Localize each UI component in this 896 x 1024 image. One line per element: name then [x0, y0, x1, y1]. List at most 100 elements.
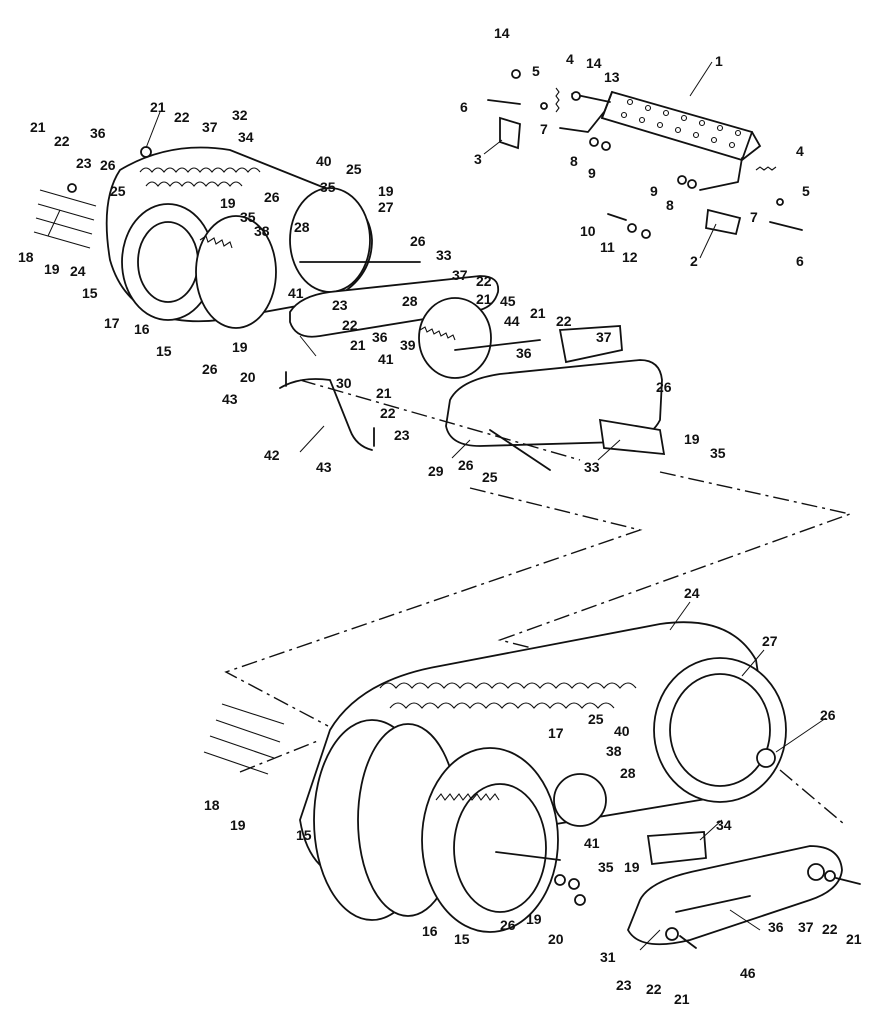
washer-26-lower — [756, 748, 776, 768]
callout-15: 15 — [82, 285, 98, 301]
callout-32: 32 — [232, 107, 248, 123]
upper-track-assembly — [33, 146, 666, 471]
idler-27-lower-face — [669, 673, 771, 787]
callout-28: 28 — [620, 765, 636, 781]
nut-9b — [687, 179, 697, 189]
callout-17: 17 — [548, 725, 564, 741]
callout-9: 9 — [650, 183, 658, 199]
callout-23: 23 — [394, 427, 410, 443]
chain-case-30 — [289, 275, 500, 338]
callout-3: 3 — [474, 151, 482, 167]
callout-26: 26 — [458, 457, 474, 473]
callout-36: 36 — [372, 329, 388, 345]
callout-33: 33 — [436, 247, 452, 263]
callout-29: 29 — [428, 463, 444, 479]
callout-19: 19 — [624, 859, 640, 875]
callout-12: 12 — [622, 249, 638, 265]
callout-35: 35 — [710, 445, 726, 461]
callout-19: 19 — [220, 195, 236, 211]
washer-5b — [776, 198, 784, 206]
callout-21: 21 — [376, 385, 392, 401]
bracket-right — [705, 208, 742, 236]
bracket-37-mid — [558, 325, 623, 364]
centerline-bottom-right — [779, 769, 845, 825]
callout-33: 33 — [584, 459, 600, 475]
spring-4b — [755, 166, 777, 171]
callout-46: 46 — [740, 965, 756, 981]
washer-8a — [589, 137, 599, 147]
chain-case-31 — [627, 845, 843, 946]
callout-15: 15 — [454, 931, 470, 947]
callout-15: 15 — [156, 343, 172, 359]
callout-22: 22 — [646, 981, 662, 997]
callout-25: 25 — [346, 161, 362, 177]
leader-lines — [47, 61, 827, 951]
footrest-assembly — [487, 69, 803, 239]
callout-14: 14 — [586, 55, 602, 71]
callout-36: 36 — [768, 919, 784, 935]
callout-14: 14 — [494, 25, 510, 41]
callout-28: 28 — [402, 293, 418, 309]
callout-40: 40 — [614, 723, 630, 739]
bolt-21-lower-b — [679, 935, 697, 949]
callout-4: 4 — [566, 51, 574, 67]
callout-8: 8 — [666, 197, 674, 213]
washer-5a — [540, 102, 548, 110]
callout-44: 44 — [504, 313, 520, 329]
callout-22: 22 — [476, 273, 492, 289]
callout-26: 26 — [500, 917, 516, 933]
callout-22: 22 — [342, 317, 358, 333]
shaft-33-mid — [598, 418, 666, 456]
callout-39: 39 — [400, 337, 416, 353]
plate-46 — [675, 895, 751, 913]
bolt-6b — [769, 221, 803, 231]
callout-37: 37 — [798, 919, 814, 935]
callout-37: 37 — [596, 329, 612, 345]
callout-labels: 1 2 3 4 4 5 5 6 6 7 7 8 8 9 9 10 11 12 1… — [18, 25, 862, 1007]
callout-20: 20 — [548, 931, 564, 947]
callout-13: 13 — [604, 69, 620, 85]
callout-10: 10 — [580, 223, 596, 239]
callout-16: 16 — [422, 923, 438, 939]
callout-19: 19 — [44, 261, 60, 277]
callout-43: 43 — [316, 459, 332, 475]
callout-19: 19 — [232, 339, 248, 355]
callout-22: 22 — [174, 109, 190, 125]
callout-19: 19 — [378, 183, 394, 199]
centerline-left — [224, 487, 643, 727]
callout-31: 31 — [600, 949, 616, 965]
sprocket-45 — [418, 297, 492, 379]
callout-45: 45 — [500, 293, 516, 309]
bolt-10 — [607, 213, 627, 221]
bearing-37-lower — [807, 863, 825, 881]
callout-1: 1 — [715, 53, 723, 69]
callout-6: 6 — [460, 99, 468, 115]
callout-43: 43 — [222, 391, 238, 407]
callout-23: 23 — [616, 977, 632, 993]
bolts-18-lower — [203, 703, 285, 775]
bracket-left — [499, 116, 521, 150]
nuts-20-lower — [554, 874, 586, 906]
callout-9: 9 — [588, 165, 596, 181]
callout-34: 34 — [238, 129, 254, 145]
callout-21: 21 — [30, 119, 46, 135]
idler-27-upper — [289, 187, 371, 293]
callout-37: 37 — [452, 267, 468, 283]
callout-11: 11 — [600, 239, 615, 255]
sprocket-16-lower-teeth — [435, 793, 500, 801]
callout-5: 5 — [802, 183, 810, 199]
nut-14b — [571, 91, 581, 101]
bolt-6a — [487, 99, 521, 105]
callout-22: 22 — [556, 313, 572, 329]
callout-19: 19 — [526, 911, 542, 927]
rod-42 — [279, 378, 373, 451]
spring-4a — [555, 87, 560, 113]
callout-26: 26 — [202, 361, 218, 377]
callout-35: 35 — [240, 209, 256, 225]
wheel-15-lower-front — [421, 747, 559, 933]
callout-7: 7 — [750, 209, 758, 225]
callout-26: 26 — [100, 157, 116, 173]
washer-11 — [627, 223, 637, 233]
callout-6: 6 — [796, 253, 804, 269]
